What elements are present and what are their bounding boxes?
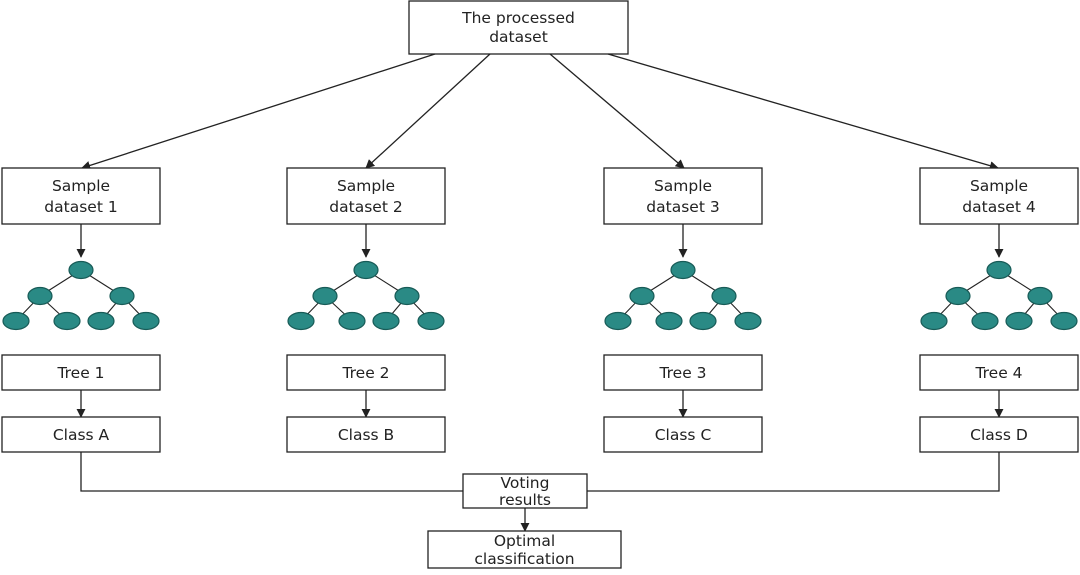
tree-label-3: Tree 3 bbox=[658, 364, 706, 382]
root-arrows bbox=[81, 53, 999, 171]
tree-node bbox=[734, 311, 762, 331]
class-box-3 bbox=[603, 416, 763, 453]
class-box-1 bbox=[1, 416, 161, 453]
tree-node bbox=[132, 311, 160, 331]
tree-node bbox=[2, 311, 30, 331]
tree-graphic-1 bbox=[2, 260, 160, 331]
tree-node bbox=[312, 286, 338, 306]
tree-graphic-2 bbox=[287, 260, 445, 331]
tree-node bbox=[394, 286, 420, 306]
voting-label-line2: results bbox=[499, 491, 551, 509]
tree-node bbox=[604, 311, 632, 331]
tree-node bbox=[1027, 286, 1053, 306]
tree-box-4 bbox=[919, 354, 1079, 391]
tree-node bbox=[68, 260, 94, 280]
sample-box-1 bbox=[1, 167, 161, 225]
tree-node bbox=[53, 311, 81, 331]
class-box-4 bbox=[919, 416, 1079, 453]
tree-node bbox=[920, 311, 948, 331]
sample-label-2-line1: Sample bbox=[337, 177, 395, 195]
root-label-line1: The processed bbox=[461, 9, 575, 27]
sample-label-4-line2: dataset 4 bbox=[962, 198, 1035, 216]
class-label-3: Class C bbox=[655, 426, 712, 444]
root-node: The processed dataset bbox=[408, 0, 629, 55]
tree-label-4: Tree 4 bbox=[974, 364, 1022, 382]
tree-box-1 bbox=[1, 354, 161, 391]
sample-box-2 bbox=[286, 167, 446, 225]
sample-label-1-line1: Sample bbox=[52, 177, 110, 195]
sample-label-3-line1: Sample bbox=[654, 177, 712, 195]
arrow-root-to-sample-1 bbox=[81, 53, 436, 170]
tree-node bbox=[1005, 311, 1033, 331]
arrow-root-to-sample-3 bbox=[549, 53, 685, 169]
tree-node bbox=[353, 260, 379, 280]
tree-node bbox=[27, 286, 53, 306]
tree-box-3 bbox=[603, 354, 763, 391]
tree-node bbox=[417, 311, 445, 331]
tree-node bbox=[87, 311, 115, 331]
optimal-label-line2: classification bbox=[474, 550, 574, 568]
arrow-root-to-sample-2 bbox=[365, 53, 491, 169]
tree-node bbox=[689, 311, 717, 331]
sample-label-1-line2: dataset 1 bbox=[44, 198, 117, 216]
tree-node bbox=[655, 311, 683, 331]
tree-node bbox=[372, 311, 400, 331]
tree-label-2: Tree 2 bbox=[341, 364, 389, 382]
class-label-2: Class B bbox=[338, 426, 394, 444]
optimal-node: Optimal classification bbox=[427, 530, 622, 569]
tree-label-1: Tree 1 bbox=[56, 364, 104, 382]
arrow-root-to-sample-4 bbox=[607, 53, 999, 171]
tree-node bbox=[338, 311, 366, 331]
connector-class-d-to-voting bbox=[587, 452, 1000, 492]
class-label-4: Class D bbox=[970, 426, 1028, 444]
sample-label-2-line2: dataset 2 bbox=[329, 198, 402, 216]
class-box-2 bbox=[286, 416, 446, 453]
tree-node bbox=[1050, 311, 1078, 331]
tree-node bbox=[945, 286, 971, 306]
tree-node bbox=[971, 311, 999, 331]
sample-label-4-line1: Sample bbox=[970, 177, 1028, 195]
branch-4: Sample dataset 4 Tree 4 Class D bbox=[919, 167, 1079, 453]
voting-node: Voting results bbox=[462, 473, 588, 509]
tree-node bbox=[711, 286, 737, 306]
branch-2: Sample dataset 2 Tree 2 Class B bbox=[286, 167, 446, 453]
tree-node bbox=[986, 260, 1012, 280]
tree-graphic-3 bbox=[604, 260, 762, 331]
tree-node bbox=[670, 260, 696, 280]
tree-node bbox=[629, 286, 655, 306]
branch-3: Sample dataset 3 Tree 3 Class C bbox=[603, 167, 763, 453]
tree-node bbox=[287, 311, 315, 331]
root-label-line2: dataset bbox=[489, 28, 548, 46]
tree-node bbox=[109, 286, 135, 306]
optimal-label-line1: Optimal bbox=[494, 532, 555, 550]
sample-box-4 bbox=[919, 167, 1079, 225]
sample-label-3-line2: dataset 3 bbox=[646, 198, 719, 216]
voting-connectors bbox=[80, 452, 1000, 492]
connector-class-a-to-voting bbox=[80, 452, 463, 492]
class-label-1: Class A bbox=[53, 426, 110, 444]
voting-label-line1: Voting bbox=[501, 474, 550, 492]
tree-graphic-4 bbox=[920, 260, 1078, 331]
branch-1: Sample dataset 1 Tree 1 Class A bbox=[1, 167, 161, 453]
